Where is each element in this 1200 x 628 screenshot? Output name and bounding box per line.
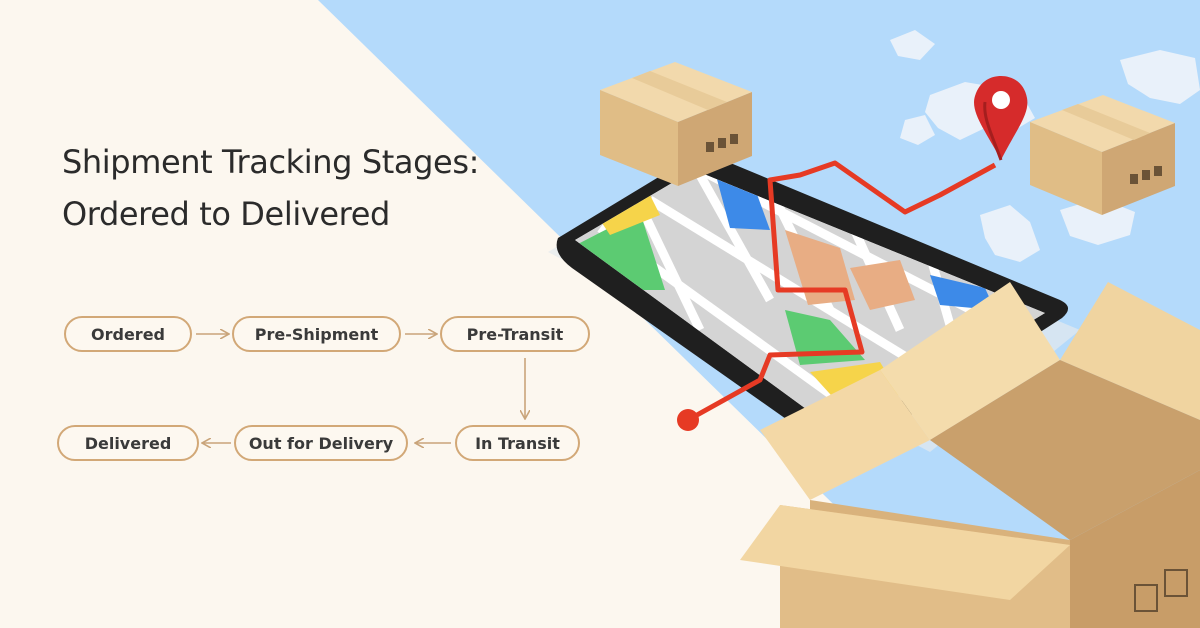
stage-ordered: Ordered xyxy=(64,316,192,352)
stage-out-for-delivery: Out for Delivery xyxy=(234,425,408,461)
map-pin-icon xyxy=(974,76,1028,161)
cardboard-box-icon xyxy=(600,62,752,186)
route-start-dot xyxy=(677,409,699,431)
stage-pre-shipment: Pre-Shipment xyxy=(232,316,401,352)
stage-in-transit: In Transit xyxy=(455,425,580,461)
route-line xyxy=(686,160,997,423)
open-box-icon xyxy=(740,282,1200,628)
stage-pre-transit: Pre-Transit xyxy=(440,316,590,352)
title-line-1: Shipment Tracking Stages: xyxy=(62,143,479,181)
cardboard-box-icon xyxy=(1030,95,1175,215)
cream-background xyxy=(0,0,960,628)
title-line-2: Ordered to Delivered xyxy=(62,195,390,233)
page-title: Shipment Tracking Stages: Ordered to Del… xyxy=(62,136,479,240)
stage-delivered: Delivered xyxy=(57,425,199,461)
